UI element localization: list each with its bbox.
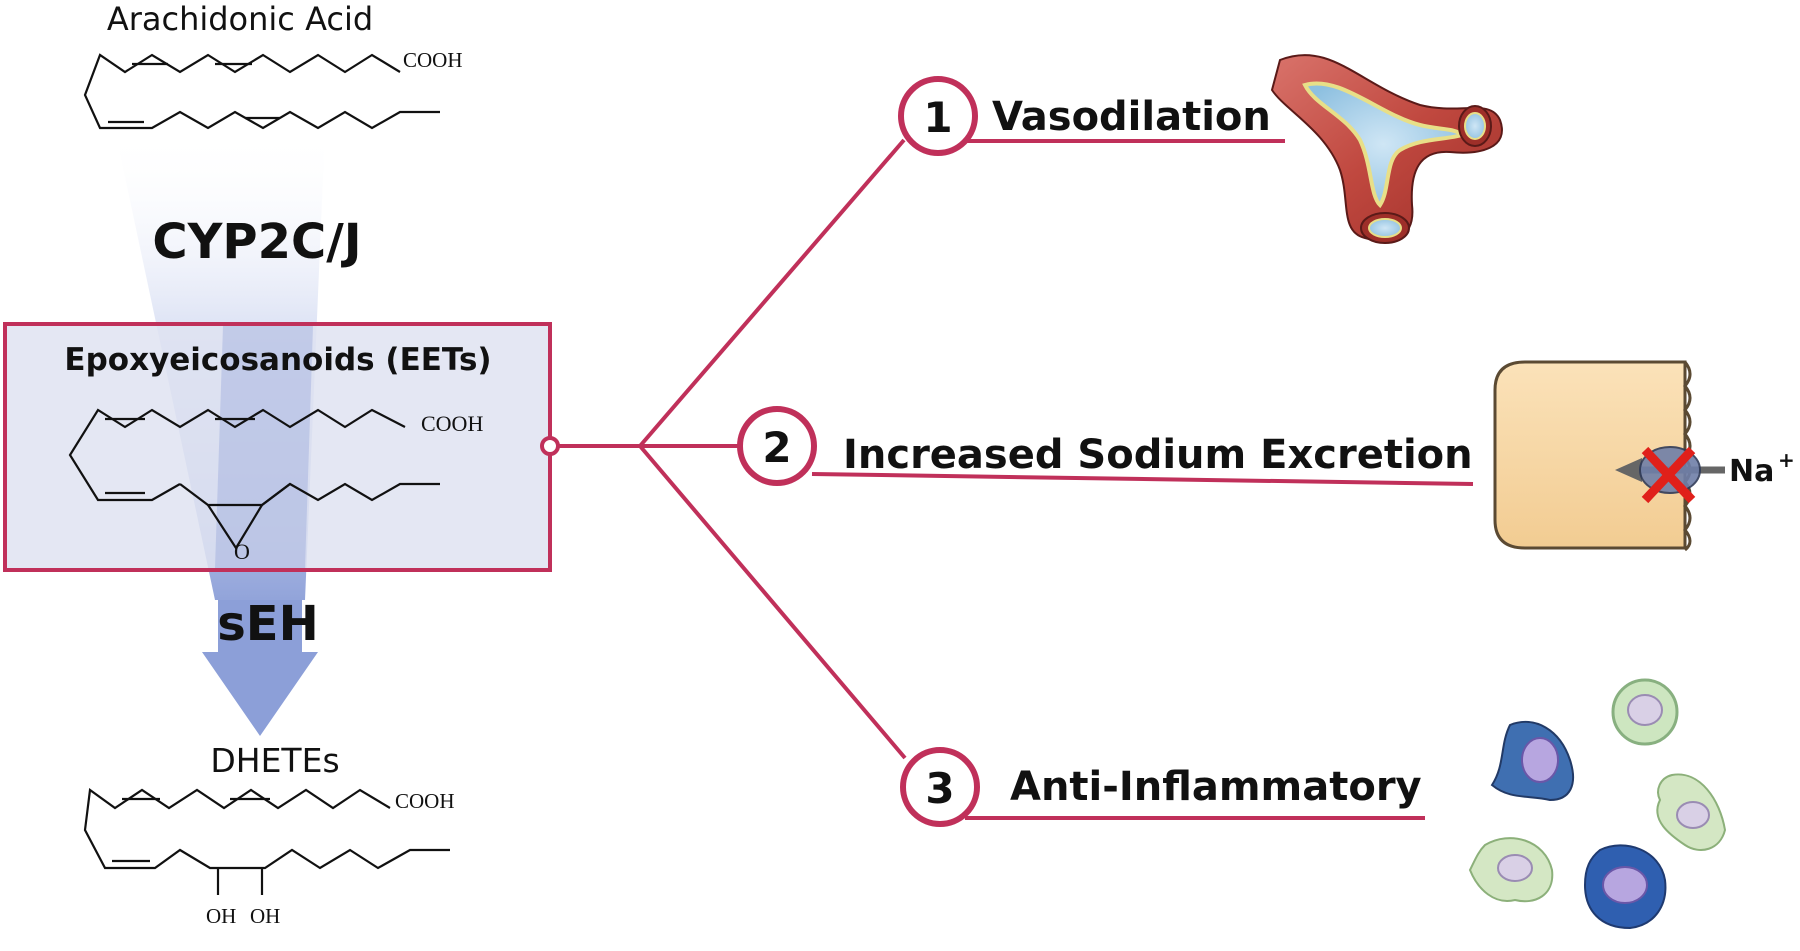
dhetes-label: DHETEs (210, 741, 339, 780)
eets-box (3, 322, 552, 572)
dhete-structure (83, 788, 450, 895)
arachidonic-acid-label: Arachidonic Acid (107, 0, 373, 38)
cyp2cj-label: CYP2C/J (152, 214, 361, 270)
immune-cells-icon (1468, 678, 1727, 930)
effect-1-label: Vasodilation (992, 94, 1271, 140)
effect-3-label: Anti-Inflammatory (1010, 764, 1422, 810)
sodium-charge: + (1778, 448, 1795, 472)
connector-node (540, 436, 560, 456)
effect-2-number: 2 (762, 423, 791, 472)
eets-label: Epoxyeicosanoids (EETs) (64, 342, 491, 378)
branch-lines (558, 138, 1474, 820)
eet-oxygen-label: O (234, 539, 250, 564)
dhete-oh-label-2: OH (250, 904, 280, 928)
aa-cooh-label: COOH (403, 48, 463, 72)
seh-arrow (202, 600, 318, 736)
tubular-cell-icon: Na + (1493, 360, 1795, 552)
effect-2-label: Increased Sodium Excretion (843, 432, 1473, 478)
effect-3-number: 3 (925, 764, 954, 813)
seh-label: sEH (217, 596, 319, 652)
effect-2-circle (737, 406, 817, 486)
eet-structure (68, 408, 440, 551)
dhete-oh-label-1: OH (206, 904, 236, 928)
effect-1-circle (898, 76, 978, 156)
beam-overlay (215, 326, 313, 568)
eet-cooh-label: COOH (421, 411, 483, 436)
effect-1-number: 1 (923, 93, 952, 142)
dhete-cooh-label: COOH (395, 789, 455, 813)
effect-3-circle (900, 747, 980, 827)
blood-vessel-icon (1270, 54, 1503, 244)
arachidonic-acid-structure (83, 53, 440, 130)
sodium-label: Na (1729, 454, 1774, 489)
